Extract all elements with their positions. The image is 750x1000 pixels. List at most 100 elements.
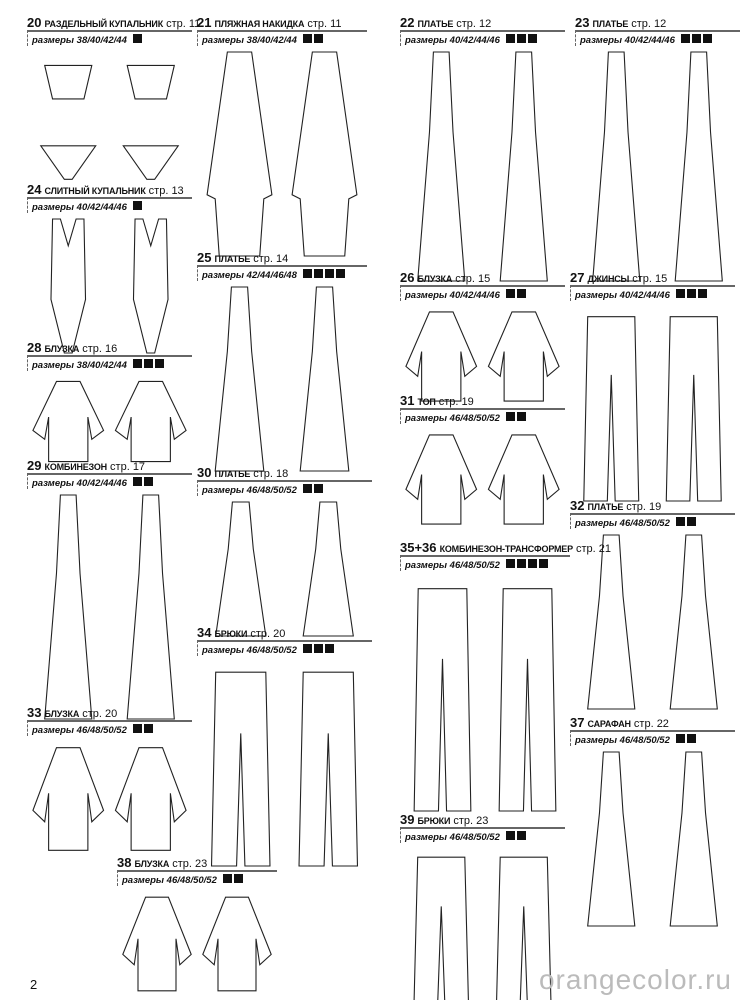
item-sizes-row: размеры 46/48/50/52 xyxy=(400,408,565,424)
item-sizes: размеры 42/44/46/48 xyxy=(202,269,297,281)
item-name: ПЛЯЖНАЯ НАКИДКА xyxy=(214,19,305,29)
item-page: стр. 22 xyxy=(633,718,669,730)
item-sizes-row: размеры 46/48/50/52 xyxy=(400,827,565,843)
sketch-back xyxy=(669,534,718,710)
sketch-front xyxy=(122,896,192,992)
sketch-back xyxy=(498,588,557,812)
garment-sketch xyxy=(32,747,187,851)
difficulty-square xyxy=(313,34,323,43)
item-sizes-row: размеры 40/42/44/46 xyxy=(575,30,740,46)
difficulty-rating xyxy=(301,644,334,656)
difficulty-rating xyxy=(504,289,526,301)
difficulty-square xyxy=(691,34,701,43)
item-page: стр. 12 xyxy=(631,18,667,30)
difficulty-square xyxy=(233,874,243,883)
item-sizes: размеры 40/42/44/46 xyxy=(405,289,500,301)
item-page: стр. 11 xyxy=(166,18,201,30)
item-sizes: размеры 38/40/42/44 xyxy=(32,359,127,371)
pattern-item: 38 БЛУЗКА стр. 23 размеры 46/48/50/52 xyxy=(117,855,277,1000)
item-page: стр. 19 xyxy=(626,501,662,513)
garment-sketch xyxy=(405,434,560,525)
difficulty-square xyxy=(516,559,526,568)
item-header: 37 САРАФАН стр. 22 xyxy=(570,715,735,730)
difficulty-square xyxy=(516,412,526,421)
difficulty-rating xyxy=(504,559,548,571)
item-number: 30 xyxy=(197,465,212,480)
difficulty-square xyxy=(702,34,712,43)
item-name: ДЖИНСЫ xyxy=(587,274,630,284)
item-page: стр. 21 xyxy=(575,543,611,555)
item-name: САРАФАН xyxy=(587,719,632,729)
item-sizes: размеры 40/42/44/46 xyxy=(32,477,127,489)
item-header: 27 ДЖИНСЫ стр. 15 xyxy=(570,270,735,285)
difficulty-square xyxy=(302,644,312,653)
garment-sketch xyxy=(50,218,169,354)
item-number: 25 xyxy=(197,250,212,265)
item-number: 26 xyxy=(400,270,415,285)
item-number: 35+36 xyxy=(400,540,437,555)
garment-sketch xyxy=(583,316,722,502)
item-sizes: размеры 46/48/50/52 xyxy=(405,831,500,843)
difficulty-square xyxy=(505,559,515,568)
garment-sketch xyxy=(413,588,557,812)
difficulty-square xyxy=(686,517,696,526)
pattern-item: 22 ПЛАТЬЕ стр. 12 размеры 40/42/44/46 xyxy=(400,15,565,285)
item-header: 35+36 КОМБИНЕЗОН-ТРАНСФОРМЕР стр. 21 xyxy=(400,540,611,555)
difficulty-rating xyxy=(674,517,696,529)
garment-sketch xyxy=(587,534,718,710)
sketch-back xyxy=(114,380,187,463)
difficulty-rating xyxy=(301,34,323,46)
item-name: ПЛАТЬЕ xyxy=(214,254,251,264)
item-header: 28 БЛУЗКА стр. 16 xyxy=(27,340,192,355)
difficulty-rating xyxy=(131,477,153,489)
difficulty-rating xyxy=(131,359,164,371)
pattern-item: 23 ПЛАТЬЕ стр. 12 размеры 40/42/44/46 xyxy=(575,15,740,285)
garment-sketch xyxy=(32,380,187,463)
pattern-item: 24 СЛИТНЫЙ КУПАЛЬНИК стр. 13 размеры 40/… xyxy=(27,182,192,357)
item-sizes: размеры 46/48/50/52 xyxy=(405,559,500,571)
item-sizes: размеры 46/48/50/52 xyxy=(575,734,670,746)
difficulty-rating xyxy=(504,34,537,46)
item-sizes-row: размеры 38/40/42/44 xyxy=(27,355,192,371)
item-sizes-row: размеры 46/48/50/52 xyxy=(197,480,372,496)
sketch-back xyxy=(496,856,552,1000)
item-sizes-row: размеры 46/48/50/52 xyxy=(400,555,570,571)
sketch-front xyxy=(214,286,265,472)
sketch-back xyxy=(202,896,272,992)
garment-sketch xyxy=(210,671,359,867)
sketch-back xyxy=(291,51,358,257)
sketch-front xyxy=(413,588,472,812)
item-name: РАЗДЕЛЬНЫЙ КУПАЛЬНИК xyxy=(44,19,164,29)
item-number: 31 xyxy=(400,393,415,408)
item-number: 21 xyxy=(197,15,212,30)
item-name: БЛУЗКА xyxy=(417,274,453,284)
sketch-front xyxy=(215,501,267,637)
difficulty-square xyxy=(313,484,323,493)
pattern-item: 37 САРАФАН стр. 22 размеры 46/48/50/52 xyxy=(570,715,735,930)
item-number: 32 xyxy=(570,498,585,513)
item-number: 23 xyxy=(575,15,590,30)
item-sizes: размеры 46/48/50/52 xyxy=(405,412,500,424)
item-page: стр. 12 xyxy=(456,18,492,30)
item-page: стр. 11 xyxy=(307,18,342,30)
item-header: 34 БРЮКИ стр. 20 xyxy=(197,625,372,640)
item-name: ПЛАТЬЕ xyxy=(214,469,251,479)
pattern-item: 33 БЛУЗКА стр. 20 размеры 46/48/50/52 xyxy=(27,705,192,860)
difficulty-square xyxy=(302,484,312,493)
difficulty-square xyxy=(313,269,323,278)
item-sizes-row: размеры 40/42/44/46 xyxy=(27,473,192,489)
sketch-back xyxy=(299,286,350,472)
item-sizes-row: размеры 46/48/50/52 xyxy=(570,730,735,746)
sketch-back xyxy=(302,501,354,637)
pattern-item: 35+36 КОМБИНЕЗОН-ТРАНСФОРМЕР стр. 21 раз… xyxy=(400,540,611,815)
sketch-front xyxy=(32,747,105,851)
pattern-item: 30 ПЛАТЬЕ стр. 18 размеры 46/48/50/52 xyxy=(197,465,372,640)
garment-sketch xyxy=(413,856,552,1000)
item-number: 38 xyxy=(117,855,132,870)
item-sizes-row: размеры 46/48/50/52 xyxy=(27,720,192,736)
difficulty-square xyxy=(324,269,334,278)
sketch-front xyxy=(405,311,478,402)
sketch-back xyxy=(487,434,560,525)
item-name: ПЛАТЬЕ xyxy=(417,19,454,29)
item-name: ПЛАТЬЕ xyxy=(587,502,624,512)
